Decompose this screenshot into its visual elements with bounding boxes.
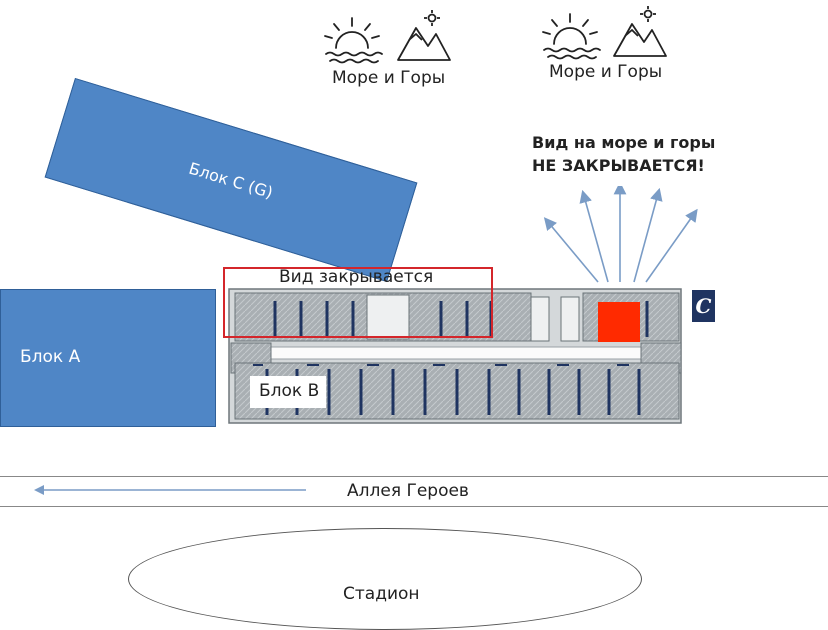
view-icon-label: Море и Горы <box>549 62 663 82</box>
stadium-label: Стадион <box>343 584 420 604</box>
alley-border-top <box>0 476 828 477</box>
block-c: Блок С (G) <box>44 77 418 283</box>
block-a-label: Блок А <box>20 347 81 367</box>
sea-sun-icon <box>542 13 601 60</box>
building-badge: C <box>692 290 715 322</box>
stadium-outline <box>128 528 642 630</box>
view-icon-group: Море и Горы <box>322 10 456 90</box>
view-icon-group: Море и Горы <box>540 4 674 84</box>
block-b-label-box <box>250 376 326 408</box>
block-a <box>0 289 216 427</box>
view-arrows <box>543 186 698 283</box>
view-open-line2: НЕ ЗАКРЫВАЕТСЯ! <box>532 156 705 175</box>
alley-border-bottom <box>0 506 828 507</box>
mountains-icon <box>613 6 667 57</box>
view-closed-label: Вид закрывается <box>279 267 434 287</box>
block-c-label: Блок С (G) <box>186 158 276 202</box>
sea-sun-icon <box>324 17 383 64</box>
mountains-icon <box>397 10 451 61</box>
view-open-note: Вид на море и горы НЕ ЗАКРЫВАЕТСЯ! <box>532 131 715 177</box>
view-icon-label: Море и Горы <box>332 68 446 88</box>
view-open-line1: Вид на море и горы <box>532 133 716 152</box>
highlighted-apartment <box>598 302 640 342</box>
block-b-label: Блок В <box>259 381 320 401</box>
alley-label: Аллея Героев <box>347 481 469 501</box>
alley-arrow <box>34 485 306 495</box>
view-closed-frame <box>223 267 493 338</box>
